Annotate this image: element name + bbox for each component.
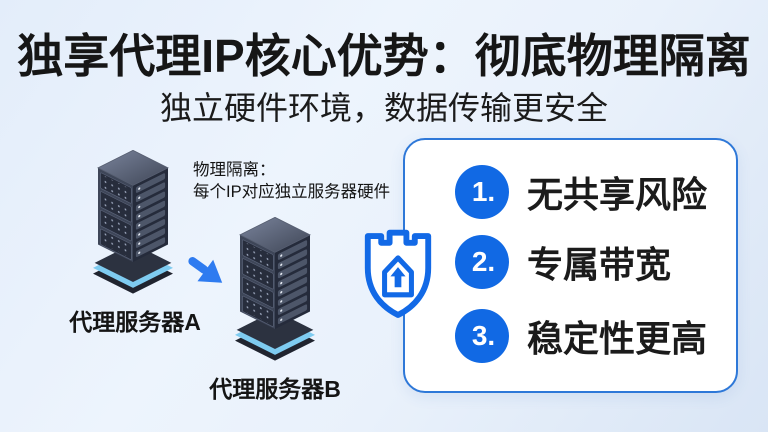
arrow-down-right-icon [188,257,223,283]
benefit-label-2: 专属带宽 [527,244,672,285]
benefit-item-2: 2. 专属带宽 [455,235,736,289]
benefit-item-1: 1. 无共享风险 [455,165,736,219]
benefit-label-3: 稳定性更高 [527,318,708,359]
benefits-card: 1. 无共享风险 2. 专属带宽 3. 稳定性更高 [403,138,738,393]
shield-castle-security-icon [364,229,432,318]
benefit-number-1: 1. [471,176,496,207]
physical-isolation-annotation: 物理隔离： 每个IP对应独立服务器硬件 [193,159,390,203]
annotation-line1: 物理隔离： [193,161,276,179]
server-tower-icon [92,150,174,294]
annotation-line2: 每个IP对应独立服务器硬件 [193,183,391,201]
benefit-item-3: 3. 稳定性更高 [455,309,736,363]
server-b-label: 代理服务器B [209,376,341,402]
benefit-number-badge-1: 1. [455,165,509,219]
page-subtitle: 独立硬件环境，数据传输更安全 [159,90,608,126]
benefit-number-2: 2. [471,246,496,277]
benefit-number-badge-3: 3. [455,309,509,363]
benefit-number-badge-2: 2. [455,235,509,289]
page-title: 独享代理IP核心优势：彻底物理隔离 [17,30,751,82]
benefit-number-3: 3. [471,320,496,351]
benefit-label-1: 无共享风险 [527,174,708,215]
server-tower-icon [234,217,316,361]
server-a-label: 代理服务器A [69,309,201,335]
